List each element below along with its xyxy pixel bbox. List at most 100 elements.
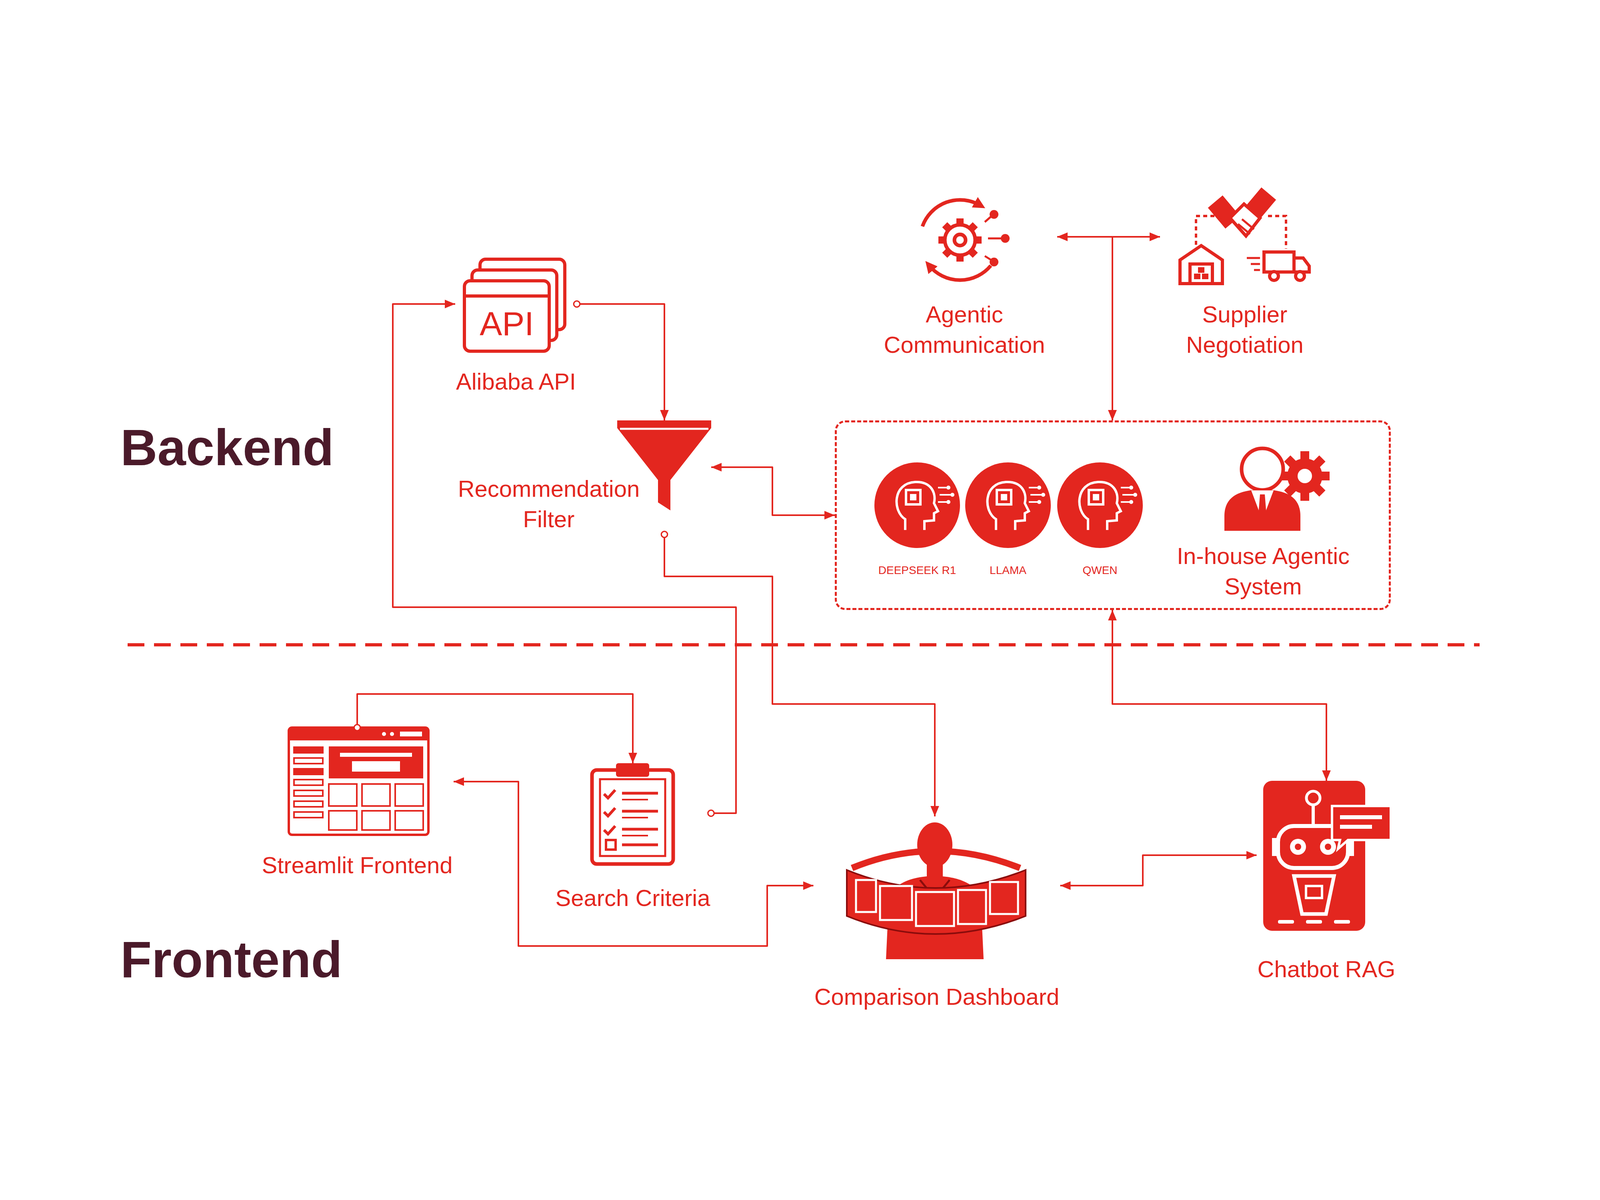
supplier-node: Supplier Negotiation	[1160, 188, 1330, 360]
agent-person-icon	[1280, 451, 1330, 501]
streamlit-frontend-icon	[328, 784, 357, 806]
agentic-communication-icon	[989, 257, 999, 267]
agentic-communication-icon	[944, 224, 976, 256]
node-label: Streamlit Frontend	[260, 850, 454, 881]
connector	[576, 304, 665, 421]
llm-model-icon	[987, 482, 1029, 530]
dashboard-node: Comparison Dashboard	[813, 816, 1061, 1012]
agentic-communication-icon	[1000, 234, 1010, 243]
api-icon	[464, 259, 565, 352]
llm-model-icon	[1088, 490, 1104, 505]
llm-model-icon	[1120, 487, 1134, 502]
icon-text: API	[479, 304, 534, 344]
streamlit-frontend-icon	[395, 784, 424, 806]
streamlit-frontend-icon	[288, 727, 429, 741]
chatbot-icon	[1340, 815, 1382, 829]
connector	[711, 467, 835, 516]
streamlit-frontend-icon	[294, 747, 323, 753]
llm-model-icon	[1129, 485, 1134, 490]
search-criteria-icon	[592, 763, 674, 864]
llm-model-icon	[1000, 485, 1046, 504]
streamlit-frontend-icon	[294, 779, 323, 786]
streamlit-frontend-icon	[362, 810, 390, 830]
label-holder: Frontend	[120, 930, 343, 989]
streamlit-frontend-icon	[382, 732, 386, 736]
comparison-dashboard-icon	[990, 882, 1018, 914]
supplier-negotiation-icon	[1295, 271, 1305, 281]
streamlit-frontend-icon	[294, 801, 323, 807]
chatbot-icon	[1306, 791, 1320, 805]
chatbot-icon	[1294, 843, 1302, 850]
node-label: Supplier Negotiation	[1160, 299, 1330, 360]
comparison-dashboard-icon	[856, 880, 1018, 926]
supplier-negotiation-icon	[1230, 204, 1260, 236]
agentic-communication-icon	[922, 200, 980, 227]
funnel-icon	[620, 428, 709, 430]
agent-person-icon	[1258, 494, 1267, 528]
chatbot-icon	[1294, 876, 1334, 914]
chatbot-icon	[1340, 815, 1382, 820]
llm-model-icon	[1037, 500, 1042, 504]
section-heading: Backend	[120, 418, 334, 477]
llm-model-icon	[1079, 482, 1121, 530]
streamlit-frontend-icon	[288, 727, 429, 835]
llm-model-icon	[1092, 494, 1100, 501]
comparison-dashboard-icon	[880, 886, 912, 920]
connector	[1057, 236, 1113, 421]
node-label: LLAMA	[988, 563, 1028, 578]
chatbot-icon	[1263, 780, 1366, 931]
agentic-communication-icon	[989, 210, 1010, 267]
llm-model-icon	[965, 462, 1051, 548]
chatbot-icon	[1278, 920, 1294, 924]
agent-person-icon	[1297, 468, 1312, 484]
comparison-dashboard-icon	[846, 822, 1026, 960]
streamlit-frontend-icon	[390, 732, 394, 736]
comparison-dashboard-icon	[916, 892, 954, 926]
agent-person-icon	[1224, 489, 1301, 531]
llm-model-icon	[1129, 500, 1134, 504]
streamlit-frontend-icon	[352, 761, 400, 772]
section-heading: Frontend	[120, 930, 343, 989]
llm-model-icon	[1000, 494, 1008, 501]
node-label: Chatbot RAG	[1256, 954, 1397, 985]
supplier-negotiation-icon	[1202, 273, 1209, 280]
chatbot-icon	[1340, 824, 1372, 829]
connector	[357, 694, 633, 764]
search-criteria-icon	[616, 763, 650, 777]
connector	[664, 534, 935, 817]
llm-model-icon	[1037, 485, 1042, 490]
search-criteria-icon	[622, 793, 658, 845]
llm-model-icon	[1079, 482, 1134, 530]
node-label: QWEN	[1081, 563, 1119, 578]
connector	[453, 781, 814, 946]
chatbot-icon	[1263, 780, 1391, 931]
llm-model-icon	[906, 490, 921, 505]
streamlit-frontend-icon	[340, 752, 412, 772]
agentic-node: Agentic Communication	[871, 188, 1058, 360]
chatbot-icon	[1306, 920, 1322, 924]
streamlit-frontend-icon	[294, 812, 323, 818]
supplier-negotiation-icon	[1268, 216, 1286, 249]
node-label: Alibaba API	[455, 366, 577, 397]
comparison-dashboard-icon	[856, 880, 876, 912]
streamlit-frontend-icon	[288, 727, 429, 835]
label-holder: Backend	[120, 418, 334, 477]
node-label: Agentic Communication	[871, 299, 1058, 360]
comparison-dashboard-icon	[846, 870, 1026, 934]
agent-person-icon	[1287, 458, 1323, 494]
chatbot-icon	[1290, 838, 1306, 855]
node-label: DEEPSEEK R1	[877, 563, 958, 578]
agentic-communication-icon	[984, 216, 1002, 260]
llm-model-icon	[910, 485, 955, 504]
streamlit-frontend-icon	[294, 768, 323, 775]
streamlit-frontend-icon	[362, 784, 390, 806]
chatbot-icon	[1324, 843, 1332, 850]
streamlit-frontend-icon	[382, 731, 422, 737]
supplier-negotiation-icon	[1238, 219, 1254, 234]
agent-person-icon	[1241, 448, 1284, 490]
comparison-dashboard-icon	[917, 822, 953, 868]
supplier-negotiation-icon	[1180, 189, 1310, 284]
streamlit-frontend-icon	[294, 790, 323, 796]
